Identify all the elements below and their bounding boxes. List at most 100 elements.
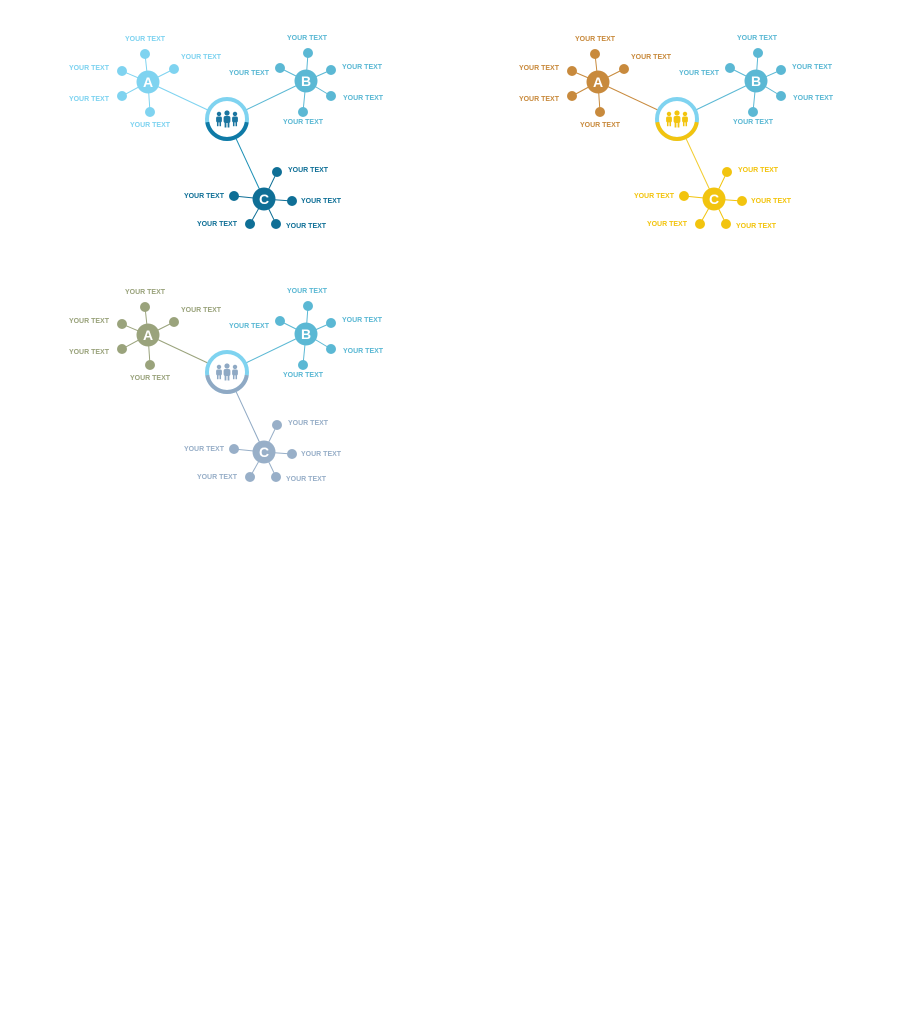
person-leg (235, 374, 238, 380)
cluster-node-c (252, 187, 276, 211)
node-label: YOUR TEXT (792, 64, 833, 71)
node-label: YOUR TEXT (286, 476, 327, 483)
person-head (674, 110, 680, 116)
cluster-letter-b: B (301, 73, 311, 89)
person-leg (677, 122, 680, 128)
node-dot (145, 360, 155, 370)
cluster-letter-c: C (259, 191, 269, 207)
node-dot (245, 219, 255, 229)
node-dot (748, 107, 758, 117)
cluster-node-b (294, 322, 318, 346)
person-leg (235, 121, 238, 127)
person-leg (216, 374, 219, 380)
cluster-letter-a: A (143, 327, 153, 343)
node-label: YOUR TEXT (283, 372, 324, 379)
node-dot (169, 317, 179, 327)
hub-node (205, 350, 249, 394)
person-head (682, 111, 688, 117)
person-leg (232, 121, 235, 127)
node-dot (595, 107, 605, 117)
person-leg (666, 121, 669, 127)
node-dot (229, 191, 239, 201)
hub-node (655, 97, 699, 141)
node-label: YOUR TEXT (184, 193, 225, 200)
node-label: YOUR TEXT (69, 318, 110, 325)
node-label: YOUR TEXT (288, 420, 329, 427)
node-label: YOUR TEXT (679, 70, 720, 77)
node-label: YOUR TEXT (197, 221, 238, 228)
node-label: YOUR TEXT (69, 96, 110, 103)
node-label: YOUR TEXT (286, 223, 327, 230)
node-dot (117, 91, 127, 101)
person-leg (685, 121, 688, 127)
node-label: YOUR TEXT (287, 288, 328, 295)
node-label: YOUR TEXT (197, 474, 238, 481)
node-dot (271, 219, 281, 229)
node-dot (753, 48, 763, 58)
cluster-node-c (702, 187, 726, 211)
person-body (682, 116, 688, 123)
person-head (216, 111, 222, 117)
hub-node (205, 97, 249, 141)
node-dot (326, 65, 336, 75)
node-label: YOUR TEXT (69, 349, 110, 356)
node-label: YOUR TEXT (519, 96, 560, 103)
person-leg (227, 122, 230, 128)
node-label: YOUR TEXT (575, 36, 616, 43)
cluster-letter-a: A (593, 74, 603, 90)
person-head (232, 364, 238, 370)
cluster-node-a (136, 323, 160, 347)
person-leg (224, 375, 227, 381)
node-label: YOUR TEXT (301, 198, 342, 205)
node-label: YOUR TEXT (738, 167, 779, 174)
person-body (232, 369, 238, 376)
node-label: YOUR TEXT (69, 65, 110, 72)
node-dot (229, 444, 239, 454)
node-dot (287, 196, 297, 206)
person-body (232, 116, 238, 123)
person-leg (682, 121, 685, 127)
group-people-icon (216, 110, 238, 128)
node-dot (695, 219, 705, 229)
node-dot (145, 107, 155, 117)
person-body (223, 116, 231, 123)
node-dot (303, 301, 313, 311)
person-body (216, 116, 222, 123)
node-dot (275, 316, 285, 326)
cluster-node-b (294, 69, 318, 93)
person-head (224, 110, 230, 116)
node-label: YOUR TEXT (733, 119, 774, 126)
diagram-3: A YOUR TEXT YOUR TEXT YOUR TEXT YOUR TEXT YOU… (69, 288, 384, 483)
node-label: YOUR TEXT (125, 36, 166, 43)
person-leg (232, 374, 235, 380)
cluster-node-b (744, 69, 768, 93)
node-dot (169, 64, 179, 74)
node-dot (776, 91, 786, 101)
person-leg (219, 121, 222, 127)
node-dot (117, 344, 127, 354)
node-dot (271, 472, 281, 482)
node-label: YOUR TEXT (751, 198, 792, 205)
node-dot (590, 49, 600, 59)
person-leg (669, 121, 672, 127)
cluster-letter-c: C (259, 444, 269, 460)
node-label: YOUR TEXT (130, 375, 171, 382)
node-label: YOUR TEXT (229, 70, 270, 77)
node-label: YOUR TEXT (184, 446, 225, 453)
node-label: YOUR TEXT (343, 348, 384, 355)
node-dot (721, 219, 731, 229)
node-dot (679, 191, 689, 201)
person-leg (224, 122, 227, 128)
node-dot (245, 472, 255, 482)
node-label: YOUR TEXT (737, 35, 778, 42)
node-dot (619, 64, 629, 74)
node-label: YOUR TEXT (229, 323, 270, 330)
node-dot (326, 318, 336, 328)
node-label: YOUR TEXT (287, 35, 328, 42)
